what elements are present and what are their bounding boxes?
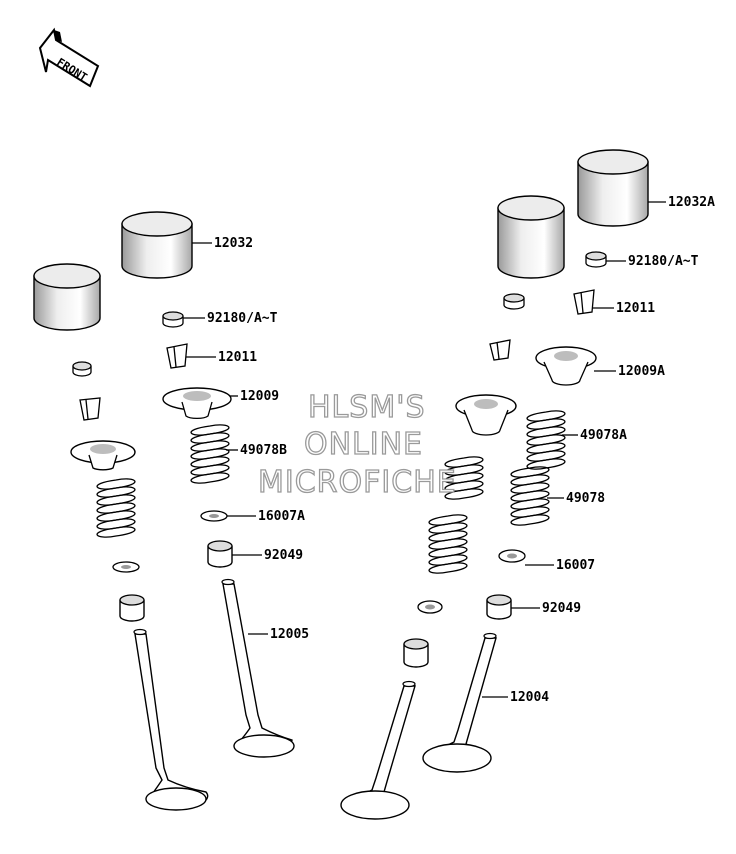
watermark-line2: ONLINE	[304, 427, 423, 462]
label-12032: 12032	[214, 236, 253, 251]
washer-16007A	[200, 510, 228, 522]
keeper-12011-right	[573, 289, 595, 315]
label-92180-left: 92180/A~T	[207, 311, 278, 326]
label-12005: 12005	[270, 627, 309, 642]
washer-left-far	[112, 561, 140, 573]
label-92180-right: 92180/A~T	[628, 254, 699, 269]
label-16007: 16007	[556, 558, 595, 573]
watermark-line3: MICROFICHE	[258, 465, 457, 500]
tappet-12032	[121, 211, 193, 279]
callouts: 12032 92180/A~T 12011 12009 49078B 16007…	[183, 195, 715, 705]
shim-92180-left	[162, 311, 184, 328]
watermark: HLSM'S ONLINE MICROFICHE	[257, 389, 457, 500]
valve-right-far	[340, 680, 416, 820]
label-49078: 49078	[566, 491, 605, 506]
spring-49078B	[190, 424, 230, 484]
label-16007A: 16007A	[258, 509, 305, 524]
label-12032A: 12032A	[668, 195, 715, 210]
label-92049-right: 92049	[542, 601, 581, 616]
label-49078A: 49078A	[580, 428, 627, 443]
retainer-left-far	[70, 440, 136, 471]
valve-12004	[422, 632, 497, 773]
retainer-12009	[162, 387, 232, 420]
seal-right-far	[403, 638, 429, 668]
watermark-line1: HLSM'S	[308, 390, 426, 425]
seal-92049-left	[207, 540, 233, 568]
spring-left-far	[96, 478, 136, 538]
tappet-right-near	[497, 195, 565, 279]
label-92049-left: 92049	[264, 548, 303, 563]
shim-left-far	[72, 361, 92, 377]
valve-12005	[221, 578, 295, 758]
seal-92049-right	[486, 594, 512, 620]
spring-49078A	[526, 410, 566, 470]
retainer-right-near	[455, 394, 517, 436]
valve-left-far	[133, 628, 209, 811]
keeper-right-near	[489, 339, 511, 361]
seal-left-far	[119, 594, 145, 622]
retainer-12009A	[535, 346, 597, 386]
tappet-12032A	[577, 149, 649, 227]
keeper-left-far	[79, 397, 101, 421]
shim-92180-right	[585, 251, 607, 268]
front-arrow-icon: FRONT	[38, 27, 100, 88]
label-12009A: 12009A	[618, 364, 665, 379]
washer-right-far	[417, 600, 443, 614]
shim-right-near	[503, 293, 525, 310]
label-12011-left: 12011	[218, 350, 257, 365]
tappet-left-far	[33, 263, 101, 331]
spring-right-far	[428, 514, 468, 574]
label-12004: 12004	[510, 690, 549, 705]
label-49078B: 49078B	[240, 443, 287, 458]
keeper-12011-left	[166, 343, 188, 369]
label-12009: 12009	[240, 389, 279, 404]
label-12011-right: 12011	[616, 301, 655, 316]
spring-49078	[510, 466, 550, 526]
washer-16007	[498, 549, 526, 563]
